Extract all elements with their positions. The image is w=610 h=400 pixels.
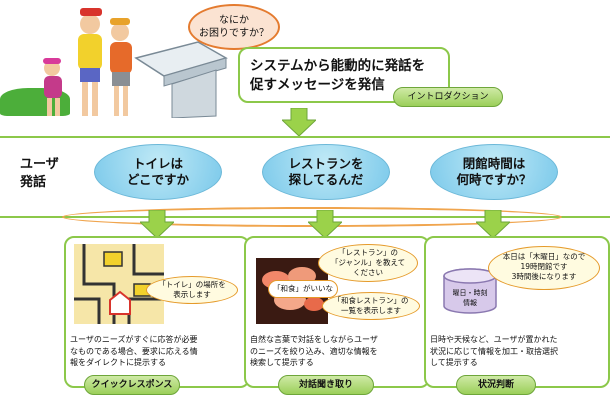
speech-bubble-restaurant: レストランを 探してるんだ xyxy=(262,144,390,200)
note-line-1: 「レストラン」の xyxy=(338,248,398,257)
description-line-2: なものである場合、要求に応える情 xyxy=(70,346,198,356)
dialogue-label: 対話聞き取り xyxy=(278,375,374,395)
system-speech-bubble: なにか お困りですか？ xyxy=(188,4,280,50)
note-line-1: 「トイレ」の場所を xyxy=(158,280,226,289)
introduction-label: イントロダクション xyxy=(393,87,503,107)
speech-line-2: 何時ですか？ xyxy=(456,172,532,187)
user-label-line-1: ユーザ xyxy=(20,157,59,172)
note-line-3: ください xyxy=(353,268,383,277)
speech-line-1: レストランを xyxy=(288,156,364,171)
note-line-2: 19時閉館です xyxy=(520,262,568,271)
description-line-1: 日時や天候など、ユーザが置かれた xyxy=(430,335,558,344)
panel-description: 日時や天候など、ユーザが置かれた 状況に応じて情報を加工・取捨選択 して提示する xyxy=(430,334,606,369)
speech-bubble-closing-time: 閉館時間は 何時ですか？ xyxy=(430,144,558,200)
japanese-food-answer-note: 「和食」がいいな xyxy=(268,280,338,298)
user-label-line-2: 発話 xyxy=(20,175,47,190)
quick-response-label: クイックレスポンス xyxy=(84,375,180,395)
down-arrow-icon xyxy=(282,108,316,136)
down-arrow-icon xyxy=(140,210,174,238)
note-line-3: 3時間後になります xyxy=(511,272,577,281)
note-line-1: 「和食レストラン」の xyxy=(333,296,409,305)
note-line-2: 一覧を表示します xyxy=(341,306,401,315)
speech-line-1: 閉館時間は xyxy=(462,156,526,171)
note-line-2: 「ジャンル」を教えて xyxy=(330,258,406,267)
note-line-2: 表示します xyxy=(173,290,211,299)
speech-line-2: どこですか xyxy=(126,172,190,187)
restaurant-list-note: 「和食レストラン」の 一覧を表示します xyxy=(322,292,420,320)
note-line-1: 本日は「木曜日」なので xyxy=(502,252,586,261)
database-icon xyxy=(443,268,497,314)
system-message-line-2: 促すメッセージを発信 xyxy=(250,77,385,93)
description-line-3: 検索して提示する xyxy=(250,358,314,367)
user-speech-label: ユーザ 発話 xyxy=(20,156,60,192)
db-line-1: 曜日・時刻 xyxy=(452,289,488,297)
situation-judgment-label: 状況判断 xyxy=(456,375,536,395)
speech-bubble-toilet: トイレは どこですか xyxy=(94,144,222,200)
description-line-1: 自然な言葉で対話をしながらユーザ xyxy=(250,335,378,344)
down-arrow-icon xyxy=(476,210,510,238)
family-illustration xyxy=(43,8,132,116)
speech-line-1: トイレは xyxy=(132,156,183,171)
description-line-1: ユーザのニーズがすぐに応答が必要 xyxy=(70,335,198,344)
panel-description: ユーザのニーズがすぐに応答が必要 なものである場合、要求に応える情 報をダイレク… xyxy=(70,334,246,369)
panel-description: 自然な言葉で対話をしながらユーザ のニーズを絞り込み、適切な情報を 検索して提示… xyxy=(250,334,426,369)
down-arrow-icon xyxy=(308,210,342,238)
db-line-2: 情報 xyxy=(463,299,477,307)
toilet-location-note: 「トイレ」の場所を 表示します xyxy=(146,276,238,304)
description-line-2: のニーズを絞り込み、適切な情報を xyxy=(250,346,378,356)
bubble-line-2: お困りですか？ xyxy=(199,28,269,39)
system-message-line-1: システムから能動的に発話を xyxy=(250,58,426,74)
speech-line-2: 探してるんだ xyxy=(288,172,364,187)
description-line-2: 状況に応じて情報を加工・取捨選択 xyxy=(430,346,558,356)
bubble-line-1: なにか xyxy=(219,15,249,26)
kiosk-illustration xyxy=(134,41,228,118)
genre-question-note: 「レストラン」の 「ジャンル」を教えて ください xyxy=(318,244,418,282)
database-label: 曜日・時刻 情報 xyxy=(444,288,496,308)
description-line-3: して提示する xyxy=(430,358,478,367)
description-line-3: 報をダイレクトに提示する xyxy=(70,358,166,367)
closing-time-note: 本日は「木曜日」なので 19時閉館です 3時間後になります xyxy=(488,246,600,290)
